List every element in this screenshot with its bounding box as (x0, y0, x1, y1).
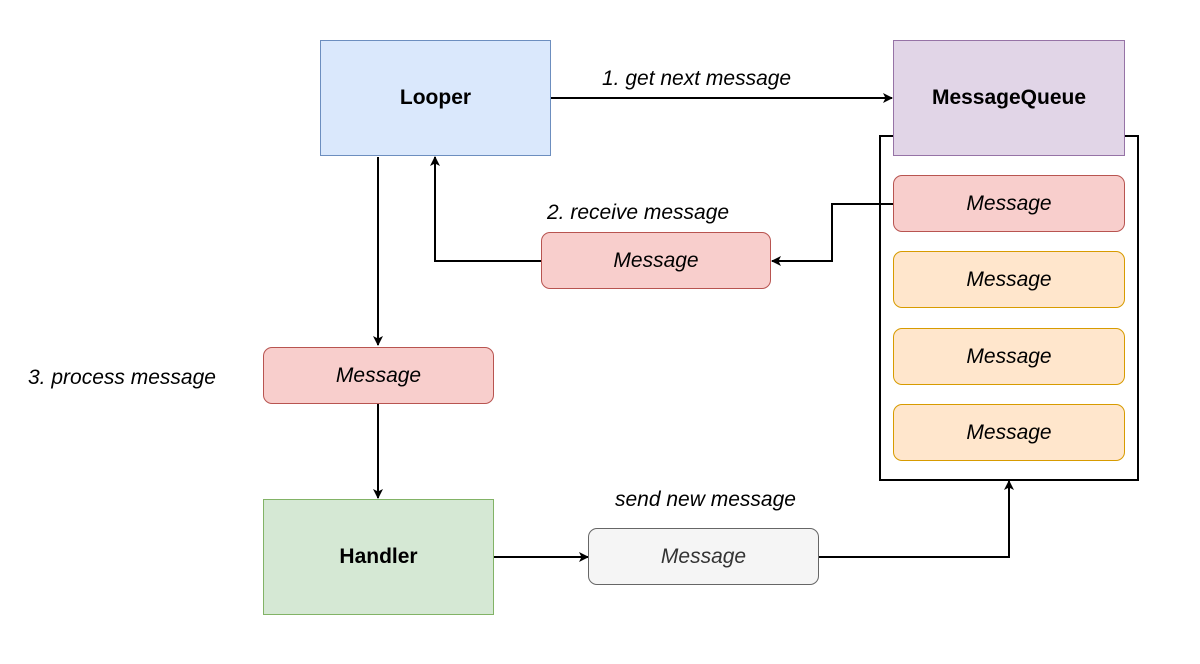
label-send-new-message: send new message (615, 488, 796, 511)
edge-queue-to-received-message (771, 203, 893, 266)
edge-received-message-to-looper (430, 156, 541, 262)
label-get-next-message: 1. get next message (602, 67, 792, 90)
label-process-message: 3. process message (28, 366, 216, 389)
queue-message-3: Message (893, 328, 1125, 385)
queue-message-2: Message (893, 251, 1125, 308)
message-queue-node: MessageQueue (893, 40, 1125, 156)
queue-message-4: Message (893, 404, 1125, 461)
label-receive-message: 2. receive message (547, 201, 730, 224)
handler-node: Handler (263, 499, 494, 615)
processed-message-node: Message (263, 347, 494, 404)
looper-node: Looper (320, 40, 551, 156)
received-message-node: Message (541, 232, 771, 289)
new-message-node: Message (588, 528, 819, 585)
edge-new-message-to-queue (819, 480, 1014, 558)
queue-message-1: Message (893, 175, 1125, 232)
